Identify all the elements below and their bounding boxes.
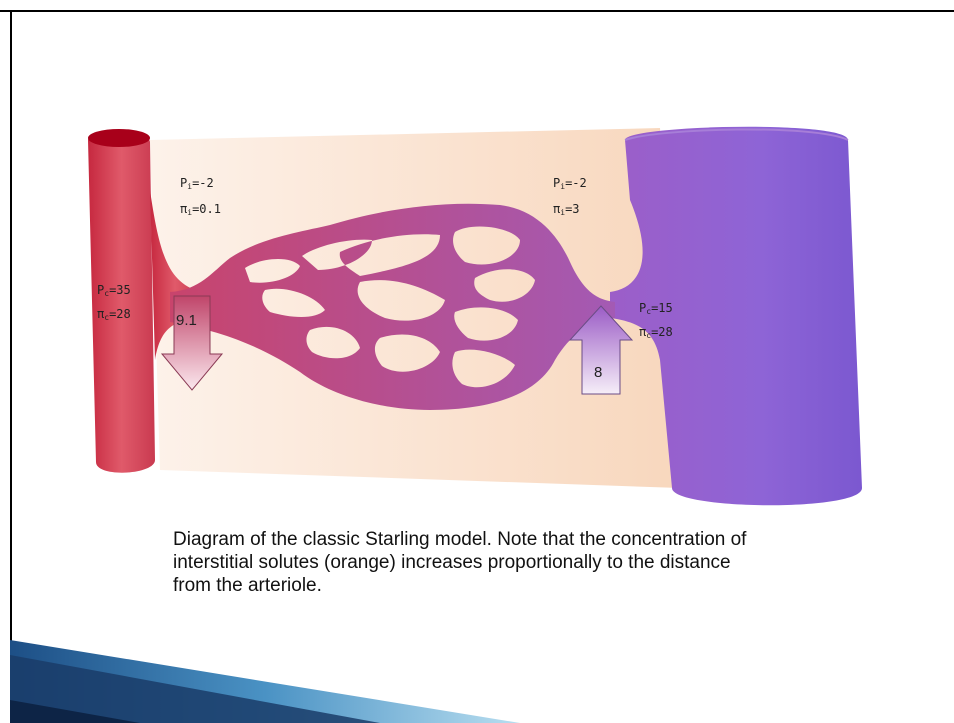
filtration-value: 9.1 — [176, 312, 197, 329]
right-interstitial-oncotic-label: πi=3 — [553, 202, 580, 220]
venule-capillary-oncotic-label: πc=28 — [639, 325, 673, 343]
right-interstitial-pressure-label: Pi=-2 — [553, 176, 587, 194]
venule-capillary-pressure-label: Pc=15 — [639, 301, 673, 319]
accent-ribbon — [10, 640, 520, 723]
left-interstitial-pressure-label: Pi=-2 — [180, 176, 214, 194]
left-interstitial-oncotic-label: πi=0.1 — [180, 202, 221, 220]
arteriole-capillary-pressure-label: Pc=35 — [97, 283, 131, 301]
arteriole-capillary-oncotic-label: πc=28 — [97, 307, 131, 325]
reabsorption-value: 8 — [594, 364, 602, 381]
diagram-caption: Diagram of the classic Starling model. N… — [173, 528, 753, 597]
